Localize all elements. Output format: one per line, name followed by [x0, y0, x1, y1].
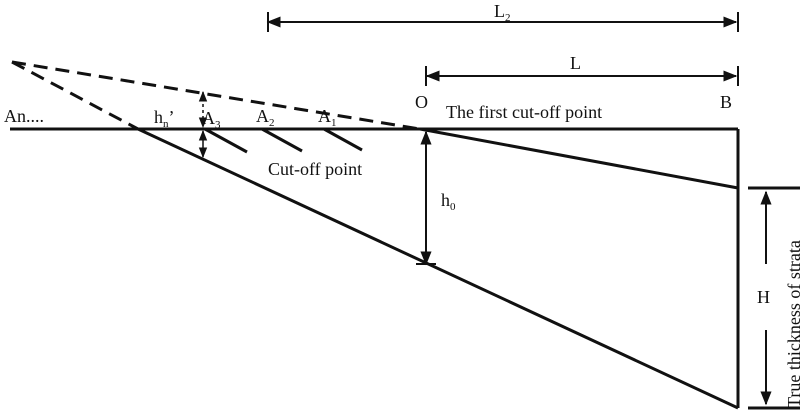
cutoff-segment-a2 [261, 127, 303, 153]
first-cutoff-label: The first cut-off point [446, 102, 602, 122]
dashed-lower-line [11, 60, 139, 131]
hn-prime-label: hn’ [154, 107, 175, 130]
true-thickness-label: True thickness of strata [784, 240, 804, 408]
a3-label: A3 [202, 108, 221, 131]
l-label: L [570, 53, 581, 73]
strata-bottom-line [137, 127, 739, 410]
cutoff-segment-a1 [323, 127, 363, 152]
cutoff-point-label: Cut-off point [268, 159, 362, 179]
cutoff-segment-a3 [204, 127, 248, 154]
o-label: O [415, 92, 428, 112]
a2-label: A2 [256, 106, 275, 129]
strata-top-line [419, 127, 739, 190]
h0-label: h0 [441, 190, 456, 213]
a1-label: A1 [318, 106, 337, 129]
h-label: H [757, 287, 770, 307]
b-label: B [720, 92, 732, 112]
an-label: An.... [4, 106, 44, 126]
l2-label: L2 [494, 1, 511, 24]
dashed-upper-line [11, 60, 421, 131]
